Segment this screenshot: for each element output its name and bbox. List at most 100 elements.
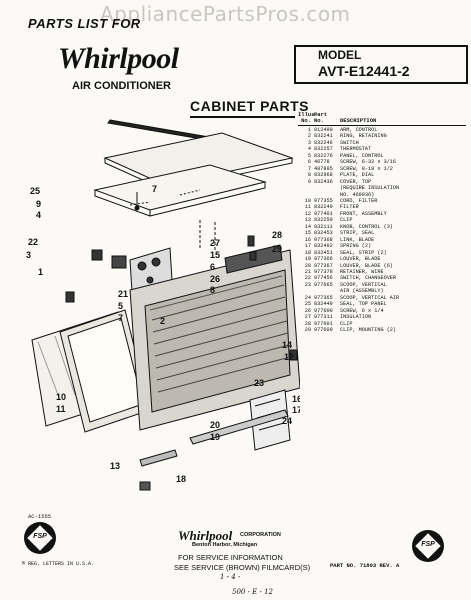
callout-12: 12: [284, 352, 294, 362]
row-description: LOUVER, BLADE (6): [340, 262, 393, 269]
callout-5: 5: [118, 301, 123, 311]
row-illus-number: 1: [307, 127, 311, 133]
row-part-number: 832249: [314, 204, 333, 211]
header-part: Part: [314, 111, 328, 118]
row-part-number: 832241: [314, 133, 333, 140]
callout-28: 28: [272, 230, 282, 240]
row-description: KNOB, CONTROL (3): [340, 223, 393, 230]
row-part-number: 977609: [314, 327, 333, 334]
row-description: LOUVER, BLADE: [340, 256, 381, 263]
row-part-number: 977368: [314, 236, 333, 243]
model-box: MODEL AVT-E12441-2: [294, 45, 468, 84]
callout-20: 20: [210, 420, 220, 430]
table-row: (REQUIRE INSULATION: [298, 185, 470, 191]
row-description: FILTER: [340, 204, 359, 211]
row-part-number: 832257: [314, 146, 333, 153]
row-part-number: 832111: [314, 223, 333, 230]
callout-8: 8: [210, 285, 215, 295]
louver-blade-long: [189, 409, 289, 445]
footer-service-line-1: FOR SERVICE INFORMATION: [178, 553, 283, 562]
row-illus-number: 15: [304, 230, 311, 237]
callout-11: 11: [56, 404, 66, 414]
row-illus-number: 5: [307, 152, 311, 159]
row-illus-number: 18: [304, 249, 311, 256]
row-description: CORD, FILTER: [340, 197, 378, 204]
thermostat: [111, 255, 127, 269]
row-description: CLIP, MOUNTING (2): [340, 327, 397, 334]
row-part-number: 832276: [314, 152, 333, 159]
row-part-number: 977355: [314, 197, 333, 204]
row-description: SCREW, 6-32 x 3/16: [340, 159, 397, 166]
callout-14: 14: [282, 340, 292, 350]
row-description: SWITCH: [340, 139, 359, 146]
row-part-number: 977311: [314, 314, 333, 321]
row-description: (REQUIRE INSULATION: [340, 185, 400, 192]
handwritten-note-2: 500 - E - 12: [232, 588, 274, 596]
row-description: LINK, BLADE: [340, 236, 375, 243]
callout-2: 2: [160, 316, 165, 326]
header-no-1: No.: [301, 117, 311, 124]
row-illus-number: 29: [304, 327, 311, 334]
switch: [91, 249, 103, 261]
row-illus-number: 27: [304, 314, 311, 321]
callout-3: 3: [26, 250, 31, 260]
row-part-number: 832250: [314, 217, 333, 224]
row-illus-number: 9: [307, 178, 311, 185]
table-row: NO. 469936): [298, 192, 470, 198]
callout-1: 1: [38, 267, 43, 277]
row-illus-number: 12: [304, 210, 311, 217]
row-description: THERMOSTAT: [340, 146, 372, 153]
parts-list-heading: PARTS LIST FOR: [28, 16, 141, 31]
row-description: SCREW, 8-18 x 1/2: [340, 165, 393, 172]
row-part-number: 977367: [314, 262, 333, 269]
row-part-number: 832436: [314, 178, 333, 185]
row-part-number: 977600: [314, 307, 333, 314]
callout-15: 15: [210, 250, 220, 260]
row-illus-number: 20: [304, 262, 311, 269]
row-part-number: 832968: [314, 172, 333, 179]
section-title: CABINET PARTS: [190, 98, 310, 114]
row-illus-number: 25: [304, 301, 311, 308]
row-description: FRONT, ASSEMBLY: [340, 210, 387, 217]
table-row: AIR (ASSEMBLY): [298, 288, 470, 294]
callout-4: 4: [36, 210, 41, 220]
model-label: MODEL: [318, 48, 362, 62]
fsp-logo-text-right: FSP: [421, 541, 435, 548]
model-number: AVT-E12441-2: [318, 63, 410, 79]
drawing-code: AC-1555: [28, 513, 52, 520]
header-description: DESCRIPTION: [340, 117, 377, 124]
callout-22: 22: [28, 237, 38, 247]
row-part-number: 832402: [314, 243, 333, 250]
clip-28: [247, 235, 255, 247]
row-description: ARM, CONTROL: [340, 127, 378, 133]
row-part-number: 832449: [314, 301, 333, 308]
row-illus-number: 28: [304, 320, 311, 327]
row-description: CLIP: [340, 320, 353, 327]
header-no-2: No.: [314, 117, 324, 124]
fsp-logo-left: FSP: [24, 522, 56, 554]
row-description: RETAINER, WIRE: [340, 268, 384, 275]
row-illus-number: 11: [304, 204, 311, 211]
row-part-number: 977365: [314, 294, 333, 301]
header-rule: [298, 125, 466, 126]
